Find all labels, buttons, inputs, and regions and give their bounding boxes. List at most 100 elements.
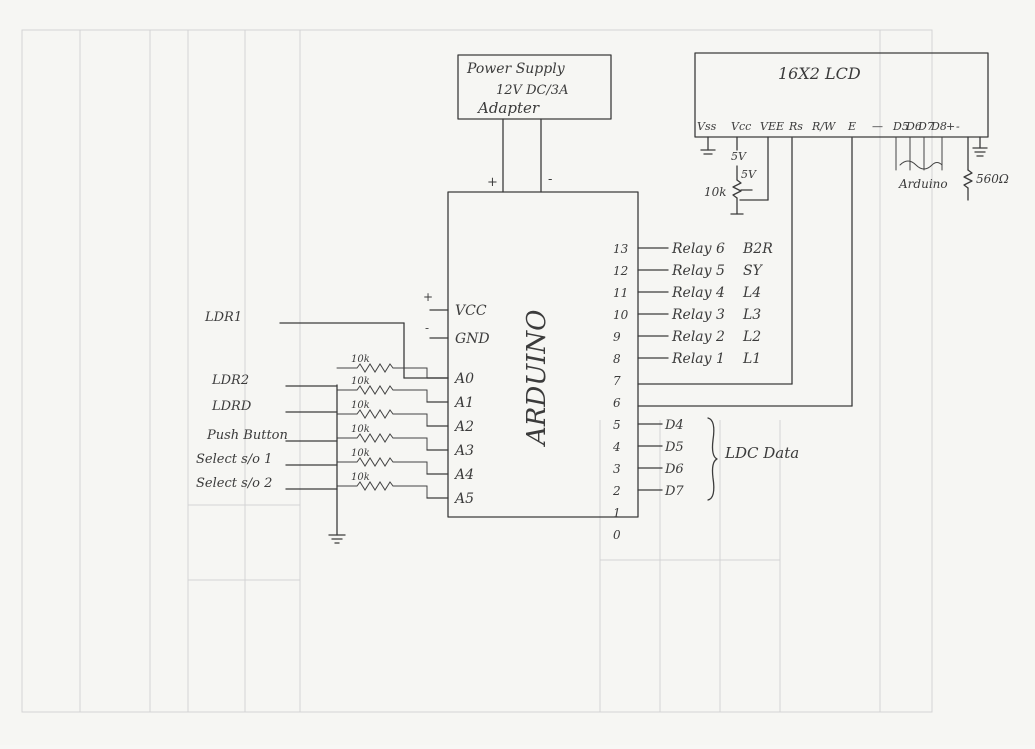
resistor-label-5: 10k (351, 472, 370, 483)
lcd-pin-10: D8 (930, 120, 947, 133)
lcd-pin-1: Vcc (731, 120, 751, 133)
relay-load-3: L3 (742, 307, 761, 323)
arduino-pin-9: 9 (613, 330, 621, 344)
arduino-pin-0: 0 (613, 528, 621, 542)
lcd-pin-8: D6 (905, 120, 922, 133)
arduino-pin-10: 10 (613, 308, 629, 322)
gnd-minus-mark: - (425, 321, 429, 335)
input-label-3: Push Button (206, 428, 288, 443)
power-supply-box (457, 54, 612, 120)
resistor-label-2: 10k (351, 400, 370, 411)
arduino-pin-2: 2 (612, 484, 621, 498)
lcd-pin-0: Vss (697, 120, 717, 133)
input-label-4: Select s/o 1 (196, 452, 272, 467)
resistor-0 (336, 363, 428, 373)
arduino-pin-a1: A1 (453, 395, 474, 411)
lcd-pin-5: E (847, 120, 856, 133)
relay-label-1: Relay 5 (671, 263, 725, 279)
lcd-box (694, 52, 989, 138)
resistor-5 (336, 481, 428, 491)
lcd-data-line-d6: D6 (664, 462, 684, 477)
lcd-pin-11: + (946, 120, 955, 133)
lcd-backlight-resistor: 560Ω (976, 172, 1009, 186)
lcd-data-label: LDC Data (724, 444, 799, 462)
lcd-pin-12: - (956, 120, 960, 133)
lcd-pin-7: D5 (892, 120, 909, 133)
arduino-box (447, 191, 639, 518)
arduino-pin-12: 12 (613, 264, 628, 278)
arduino-pin-1: 1 (613, 506, 621, 520)
arduino-pin-a4: A4 (453, 467, 474, 483)
lcd-data-line-d7: D7 (664, 484, 684, 499)
vcc-plus-mark: + (423, 290, 433, 304)
arduino-pin-13: 13 (613, 242, 629, 256)
resistor-1 (336, 385, 428, 395)
arduino-pin-11: 11 (613, 286, 628, 300)
relay-label-2: Relay 4 (671, 285, 725, 301)
input-label-2: LDRD (211, 399, 252, 414)
arduino-pin-a3: A3 (453, 443, 474, 459)
arduino-pin-7: 7 (613, 374, 621, 388)
lcd-pin-9: D7 (917, 120, 934, 133)
relay-label-3: Relay 3 (671, 307, 725, 323)
relay-label-4: Relay 2 (671, 329, 725, 345)
lcd-pin-6: — (872, 120, 883, 133)
lcd-vcc-5v: 5V (731, 150, 747, 163)
input-label-5: Select s/o 2 (196, 476, 272, 491)
relay-load-0: B2R (742, 241, 773, 257)
arduino-pin-a2: A2 (453, 419, 474, 435)
lcd-control-wiring (637, 137, 853, 407)
power-supply-title: Power Supply (466, 61, 566, 77)
arduino-pin-vcc: VCC (455, 303, 487, 319)
input-label-1: LDR2 (211, 373, 249, 388)
arduino-pin-4: 4 (612, 440, 621, 454)
relay-load-5: L1 (742, 351, 761, 367)
relay-load-1: SY (743, 263, 764, 279)
power-supply-name: Adapter (476, 99, 540, 117)
lcd-title: 16X2 LCD (778, 64, 861, 83)
lcd-pin-2: VEE (760, 120, 784, 133)
lcd-arduino-label: Arduino (898, 177, 948, 191)
resistor-4 (336, 457, 428, 467)
arduino-pin-gnd: GND (455, 331, 490, 347)
relay-load-4: L2 (742, 329, 761, 345)
resistor-label-1: 10k (351, 376, 370, 387)
relay-label-5: Relay 1 (671, 351, 725, 367)
lcd-pot-label: 10k (704, 185, 727, 199)
lcd-data-brace (707, 417, 718, 501)
relay-label-0: Relay 6 (671, 241, 725, 257)
arduino-pin-6: 6 (613, 396, 621, 410)
arduino-pin-5: 5 (613, 418, 621, 432)
lcd-data-line-d4: D4 (664, 418, 684, 433)
lcd-pin-4: R/W (811, 120, 837, 133)
paper-show-through (21, 29, 933, 713)
arduino-pin-a5: A5 (453, 491, 474, 507)
power-minus-label: - (548, 172, 552, 187)
arduino-pin-a0: A0 (453, 371, 474, 387)
arduino-pin-3: 3 (613, 462, 621, 476)
arduino-label: ARDUINO (522, 310, 552, 447)
power-plus-label: + (487, 175, 498, 190)
ground-bus (328, 384, 346, 544)
resistor-label-0: 10k (351, 354, 370, 365)
resistor-label-3: 10k (351, 424, 370, 435)
lcd-pot-supply: 5V (741, 168, 757, 181)
power-supply: Power Supply 12V DC/3A Adapter + - (457, 54, 612, 193)
lcd-data-line-d5: D5 (664, 440, 684, 455)
resistor-3 (336, 433, 428, 443)
input-label-0: LDR1 (204, 310, 242, 325)
lcd-pin-3: Rs (788, 120, 803, 133)
resistor-2 (336, 409, 428, 419)
resistor-label-4: 10k (351, 448, 370, 459)
arduino-pin-8: 8 (613, 352, 621, 366)
